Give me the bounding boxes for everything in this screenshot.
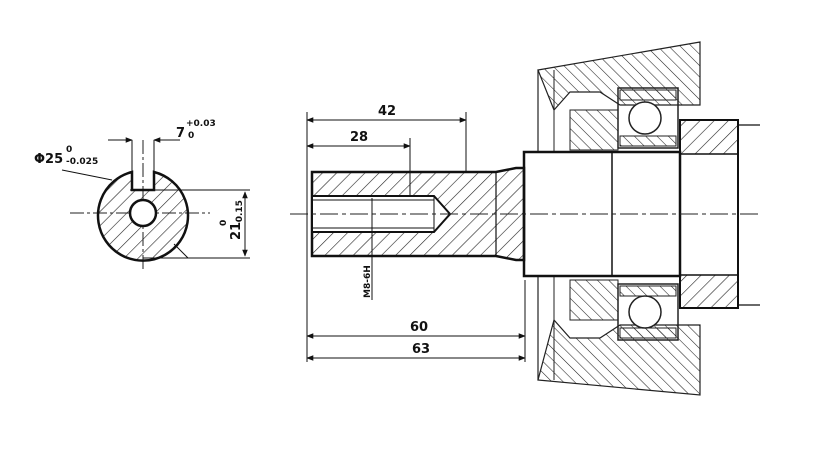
dim-42-label: 42 <box>378 104 396 119</box>
shaft-side-view <box>290 150 760 278</box>
shaft-dimensions: 42 28 60 63 M8-6H <box>306 104 526 362</box>
diameter-label: Φ25 <box>34 152 63 167</box>
thread-label: M8-6H <box>363 265 373 298</box>
keyway-depth-upper-tol: 0 <box>219 220 229 226</box>
crank-web-bottom-section <box>679 274 739 309</box>
top-bearing-ball <box>628 101 662 135</box>
diameter-lower-tol: -0.025 <box>66 157 98 167</box>
bottom-seal <box>569 279 619 321</box>
top-bearing-outer-ring <box>619 89 677 101</box>
diameter-leader-end <box>173 243 189 259</box>
keyway-width-lower-tol: 0 <box>188 131 194 141</box>
keyway-width-label: 7 <box>176 126 185 141</box>
engine-housing <box>537 41 760 396</box>
dim-60-label: 60 <box>410 320 428 335</box>
bottom-bearing-inner-ring <box>619 285 677 297</box>
bottom-bearing-outer-ring <box>619 327 677 339</box>
keyway-depth-label: 21 <box>229 222 244 240</box>
diameter-upper-tol: 0 <box>66 145 72 155</box>
diameter-leader <box>61 169 113 181</box>
top-seal <box>569 109 619 151</box>
top-bearing-inner-ring <box>619 135 677 147</box>
center-bore <box>128 198 158 228</box>
keyway-depth-lower-tol: -0.15 <box>235 200 245 226</box>
shaft-cross-section: Φ25 0 -0.025 7 +0.03 0 21 0 -0.15 <box>34 119 250 270</box>
keyway-width-upper-tol: +0.03 <box>186 119 216 129</box>
bottom-bearing-ball <box>628 295 662 329</box>
dim-28-label: 28 <box>350 130 368 145</box>
crank-web-top-section <box>679 119 739 155</box>
housing-bottom-section <box>537 318 701 396</box>
dim-63-label: 63 <box>412 342 430 357</box>
